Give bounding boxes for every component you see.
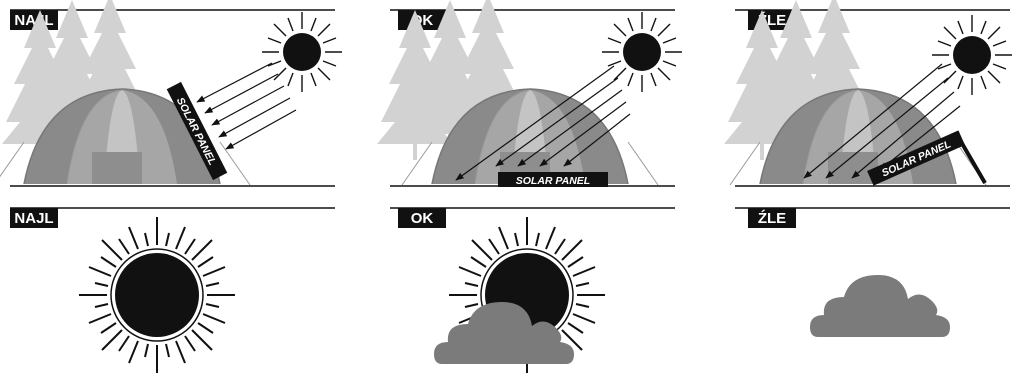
- weather-bad: ŹLE: [735, 208, 1010, 337]
- sun-icon: [602, 12, 682, 92]
- scene-best-placement: NAJL SOLAR PANEL: [0, 0, 342, 186]
- sun-icon: [932, 15, 1012, 95]
- scene-bad-placement: ŹLE SOLAR PANEL: [724, 0, 1012, 186]
- weather-ok: OK: [390, 208, 675, 373]
- tag-best: NAJL: [14, 210, 53, 227]
- cloudy-icon: [810, 275, 950, 337]
- partly-cloudy-icon: [434, 217, 605, 373]
- sun-rays: [197, 63, 296, 149]
- tag-bad: ŹLE: [758, 210, 786, 227]
- sun-icon: [262, 12, 342, 92]
- tag-ok: OK: [411, 210, 434, 227]
- panel-stand: [960, 140, 985, 183]
- solar-panel-ok: SOLAR PANEL: [498, 172, 608, 187]
- solar-panel-label: SOLAR PANEL: [516, 175, 590, 187]
- sunny-icon: [79, 217, 235, 373]
- scene-ok-placement: OK SOLAR PANEL: [377, 0, 682, 187]
- weather-best: NAJL: [10, 208, 335, 373]
